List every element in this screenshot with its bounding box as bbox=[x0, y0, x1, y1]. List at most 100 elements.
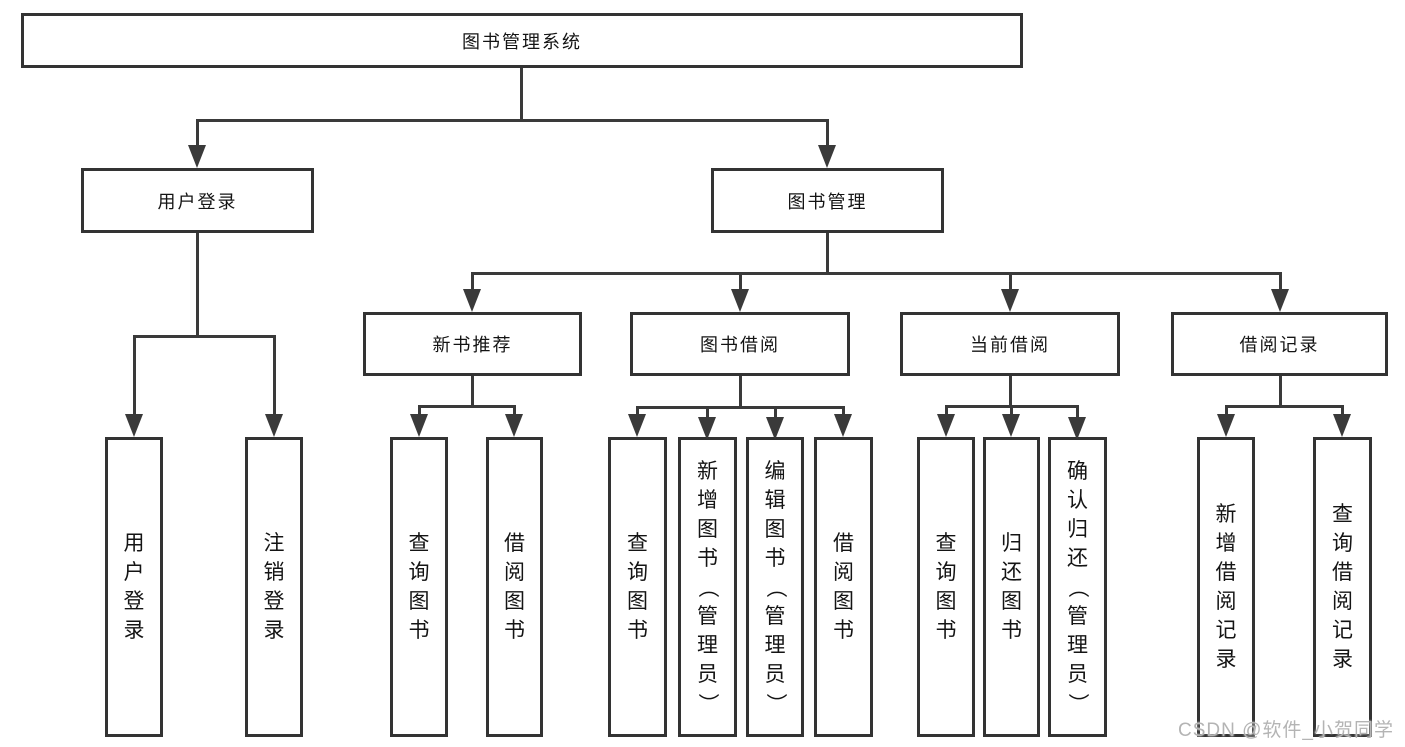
vertical-char: 图 bbox=[504, 590, 525, 613]
vertical-char: 查 bbox=[408, 532, 430, 555]
vertical-char: 借 bbox=[1332, 561, 1353, 584]
vertical-char: 还 bbox=[1001, 561, 1022, 584]
vertical-char: 理 bbox=[764, 633, 786, 657]
leaf-logout: 注销登录 bbox=[245, 437, 303, 737]
connector-line bbox=[132, 334, 276, 338]
vertical-char: 录 bbox=[1215, 648, 1237, 671]
connector-line bbox=[1009, 406, 1013, 417]
connector-line bbox=[1224, 406, 1228, 417]
leaf-query-books-borrow: 查询图书 bbox=[608, 437, 667, 737]
node-new-book-recommendation: 新书推荐 bbox=[363, 312, 582, 376]
vertical-char: 阅 bbox=[1332, 590, 1353, 613]
vertical-char: 辑 bbox=[764, 488, 786, 512]
leaf-add-borrow-record: 新增借阅记录 bbox=[1197, 437, 1255, 737]
vertical-char: 录 bbox=[1332, 648, 1353, 671]
vertical-char: 阅 bbox=[833, 561, 854, 584]
vertical-char: 借 bbox=[1215, 561, 1237, 584]
leaf-borrow-books-recommend: 借阅图书 bbox=[486, 437, 543, 737]
leaf-edit-books-admin: 编辑图书（管理员） bbox=[746, 437, 804, 737]
vertical-char: 理 bbox=[1067, 633, 1088, 657]
vertical-char: 管 bbox=[764, 604, 786, 628]
connector-line bbox=[1278, 273, 1282, 292]
connector-line bbox=[705, 407, 709, 420]
connector-line bbox=[1008, 273, 1012, 292]
vertical-char: 图 bbox=[627, 590, 648, 613]
node-label: 借阅记录 bbox=[1239, 335, 1320, 355]
vertical-char: 借 bbox=[833, 532, 854, 555]
vertical-char: 增 bbox=[1215, 532, 1237, 555]
leaf-query-books-current: 查询图书 bbox=[917, 437, 975, 737]
connector-line bbox=[635, 405, 845, 409]
vertical-char: 阅 bbox=[504, 561, 525, 584]
leaf-query-borrow-record: 查询借阅记录 bbox=[1313, 437, 1372, 737]
vertical-char: 员 bbox=[1067, 662, 1088, 686]
connector-line bbox=[417, 406, 421, 417]
vertical-char: 员 bbox=[764, 662, 786, 686]
arrowhead-icon bbox=[1002, 414, 1020, 437]
connector-line bbox=[825, 233, 829, 273]
vertical-char: 销 bbox=[263, 561, 285, 584]
connector-line bbox=[519, 68, 523, 120]
leaf-label: 新增图书（管理员） bbox=[681, 440, 734, 734]
arrowhead-icon bbox=[937, 414, 955, 437]
vertical-char: 确 bbox=[1067, 459, 1088, 483]
leaf-label: 编辑图书（管理员） bbox=[749, 440, 801, 734]
vertical-char: 书 bbox=[764, 546, 786, 570]
arrowhead-icon bbox=[188, 145, 206, 168]
vertical-char: 询 bbox=[408, 561, 430, 584]
arrowhead-icon bbox=[505, 414, 523, 437]
vertical-char: 归 bbox=[1067, 517, 1088, 541]
connector-line bbox=[841, 407, 845, 417]
arrowhead-icon bbox=[1217, 414, 1235, 437]
arrowhead-icon bbox=[265, 414, 283, 437]
connector-line bbox=[512, 406, 516, 417]
connector-line bbox=[470, 271, 1282, 275]
leaf-borrow-books: 借阅图书 bbox=[814, 437, 873, 737]
vertical-char: 还 bbox=[1067, 546, 1088, 570]
vertical-char: 图 bbox=[1001, 590, 1022, 613]
connector-line bbox=[738, 273, 742, 292]
vertical-char: 查 bbox=[935, 532, 957, 555]
csdn-watermark: CSDN @软件_小贺同学 bbox=[1178, 720, 1394, 741]
vertical-char: 书 bbox=[1001, 619, 1022, 642]
node-current-borrowing: 当前借阅 bbox=[900, 312, 1120, 376]
node-label: 用户登录 bbox=[157, 191, 238, 212]
node-label: 图书管理 bbox=[787, 191, 868, 212]
vertical-char: 书 bbox=[504, 619, 525, 642]
vertical-char: ） bbox=[696, 692, 719, 714]
node-user-login: 用户登录 bbox=[81, 168, 314, 233]
vertical-char: 员 bbox=[697, 662, 718, 686]
vertical-char: 书 bbox=[697, 546, 718, 570]
vertical-char: 图 bbox=[697, 517, 718, 541]
vertical-char: 登 bbox=[123, 590, 145, 613]
vertical-char: 新 bbox=[1215, 503, 1237, 526]
connector-line bbox=[195, 120, 199, 148]
connector-line bbox=[195, 233, 199, 336]
leaf-label: 确认归还（管理员） bbox=[1051, 440, 1104, 734]
connector-line bbox=[1008, 376, 1012, 406]
vertical-char: 注 bbox=[263, 532, 285, 555]
node-label: 图书管理系统 bbox=[462, 31, 582, 52]
vertical-char: 询 bbox=[627, 561, 648, 584]
vertical-char: ） bbox=[1066, 692, 1089, 714]
vertical-char: 书 bbox=[935, 619, 957, 642]
vertical-char: 图 bbox=[935, 590, 957, 613]
leaf-label: 查询图书 bbox=[920, 440, 972, 734]
connector-line bbox=[738, 376, 742, 407]
vertical-char: 图 bbox=[833, 590, 854, 613]
node-library-management-system: 图书管理系统 bbox=[21, 13, 1023, 68]
vertical-char: 归 bbox=[1001, 532, 1022, 555]
arrowhead-icon bbox=[731, 289, 749, 312]
vertical-char: ） bbox=[763, 692, 787, 714]
node-label: 图书借阅 bbox=[700, 335, 780, 355]
connector-line bbox=[470, 376, 474, 406]
connector-line bbox=[773, 407, 777, 420]
vertical-char: 增 bbox=[697, 488, 718, 512]
vertical-char: 图 bbox=[764, 517, 786, 541]
leaf-label: 查询图书 bbox=[393, 440, 445, 734]
connector-line bbox=[1224, 404, 1344, 408]
connector-line bbox=[195, 118, 829, 122]
connector-line bbox=[470, 273, 474, 292]
vertical-char: 认 bbox=[1067, 488, 1088, 512]
